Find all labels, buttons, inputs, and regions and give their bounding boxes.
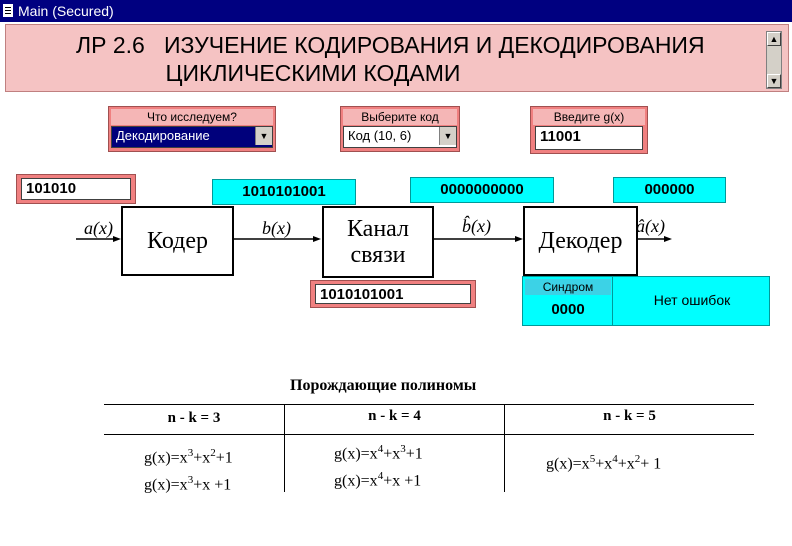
channel-block-label: Канал связи bbox=[346, 216, 410, 268]
scroll-down-icon[interactable]: ▼ bbox=[767, 74, 781, 88]
polynomial-formula: g(x)=x3+x +1 bbox=[144, 474, 232, 494]
study-mode-select[interactable]: Декодирование ▼ bbox=[111, 126, 273, 148]
gx-input-group: Введите g(x) 11001 bbox=[530, 106, 648, 154]
syndrome-value: 0000 bbox=[551, 301, 585, 318]
decoder-output-display: 000000 bbox=[613, 177, 726, 203]
polynomial-formula: g(x)=x4+x +1 bbox=[334, 470, 422, 490]
channel-block: Канал связи bbox=[322, 206, 434, 278]
scroll-up-icon[interactable]: ▲ bbox=[767, 32, 781, 46]
polynomials-col3: g(x)=x5+x4+x2+ 1 bbox=[546, 448, 661, 475]
page-title: ЛР 2.6 ИЗУЧЕНИЕ КОДИРОВАНИЯ И ДЕКОДИРОВА… bbox=[76, 32, 705, 86]
lab-header: ЛР 2.6 ИЗУЧЕНИЕ КОДИРОВАНИЯ И ДЕКОДИРОВА… bbox=[5, 24, 789, 92]
signal-bx-label: b(x) bbox=[262, 218, 291, 238]
syndrome-panel: Синдром 0000 Нет ошибок bbox=[522, 276, 770, 326]
polynomial-formula: g(x)=x5+x4+x2+ 1 bbox=[546, 453, 662, 473]
polynomials-col1: g(x)=x3+x2+1 g(x)=x3+x +1 bbox=[144, 442, 233, 497]
table-col-divider-1 bbox=[284, 404, 285, 492]
code-select-value: Код (10, 6) bbox=[348, 128, 412, 143]
signal-ax-label: a(x) bbox=[84, 218, 113, 238]
polynomials-title: Порождающие полиномы bbox=[290, 377, 477, 394]
chevron-down-icon[interactable]: ▼ bbox=[255, 127, 272, 145]
encoder-block-label: Кодер bbox=[147, 228, 208, 254]
signal-bhat-label: b̂(x) bbox=[462, 216, 491, 236]
gx-input-label: Введите g(x) bbox=[533, 109, 645, 125]
table-col-divider-2 bbox=[504, 404, 505, 492]
syndrome-label: Синдром bbox=[525, 279, 611, 295]
document-icon bbox=[3, 4, 13, 17]
header-scrollbar[interactable]: ▲ ▼ bbox=[766, 31, 782, 89]
code-select-label: Выберите код bbox=[343, 109, 457, 125]
table-header-col2: n - k = 4 bbox=[368, 408, 421, 424]
encoder-block: Кодер bbox=[121, 206, 234, 276]
table-header-col3: n - k = 5 bbox=[603, 408, 656, 424]
channel-word-input[interactable]: 1010101001 bbox=[315, 284, 471, 304]
signal-ahat-label: â(x) bbox=[636, 216, 665, 236]
decoder-block-label: Декодер bbox=[538, 228, 623, 254]
polynomials-col2: g(x)=x4+x3+1 g(x)=x4+x +1 bbox=[334, 438, 423, 493]
decoder-block: Декодер bbox=[523, 206, 638, 276]
table-header-col1: n - k = 3 bbox=[167, 410, 221, 426]
table-header-rule bbox=[104, 434, 754, 435]
encoder-output-display: 1010101001 bbox=[212, 179, 356, 205]
table-top-rule bbox=[104, 404, 754, 405]
study-mode-label: Что исследуем? bbox=[111, 109, 273, 125]
code-select-group: Выберите код Код (10, 6) ▼ bbox=[340, 106, 460, 152]
polynomial-formula: g(x)=x3+x2+1 bbox=[144, 447, 233, 467]
window-title: Main (Secured) bbox=[18, 3, 114, 19]
gx-input[interactable]: 11001 bbox=[535, 126, 643, 150]
chevron-down-icon[interactable]: ▼ bbox=[439, 127, 456, 145]
channel-word-field-frame: 1010101001 bbox=[310, 280, 476, 308]
study-mode-group: Что исследуем? Декодирование ▼ bbox=[108, 106, 276, 152]
study-mode-value: Декодирование bbox=[116, 128, 210, 143]
polynomial-formula: g(x)=x4+x3+1 bbox=[334, 443, 423, 463]
channel-output-display: 0000000000 bbox=[410, 177, 554, 203]
code-select[interactable]: Код (10, 6) ▼ bbox=[343, 126, 457, 148]
info-word-input[interactable]: 101010 bbox=[21, 178, 131, 200]
syndrome-status: Нет ошибок bbox=[612, 277, 771, 325]
info-word-field-frame: 101010 bbox=[16, 174, 136, 204]
window-titlebar: Main (Secured) bbox=[0, 0, 792, 22]
